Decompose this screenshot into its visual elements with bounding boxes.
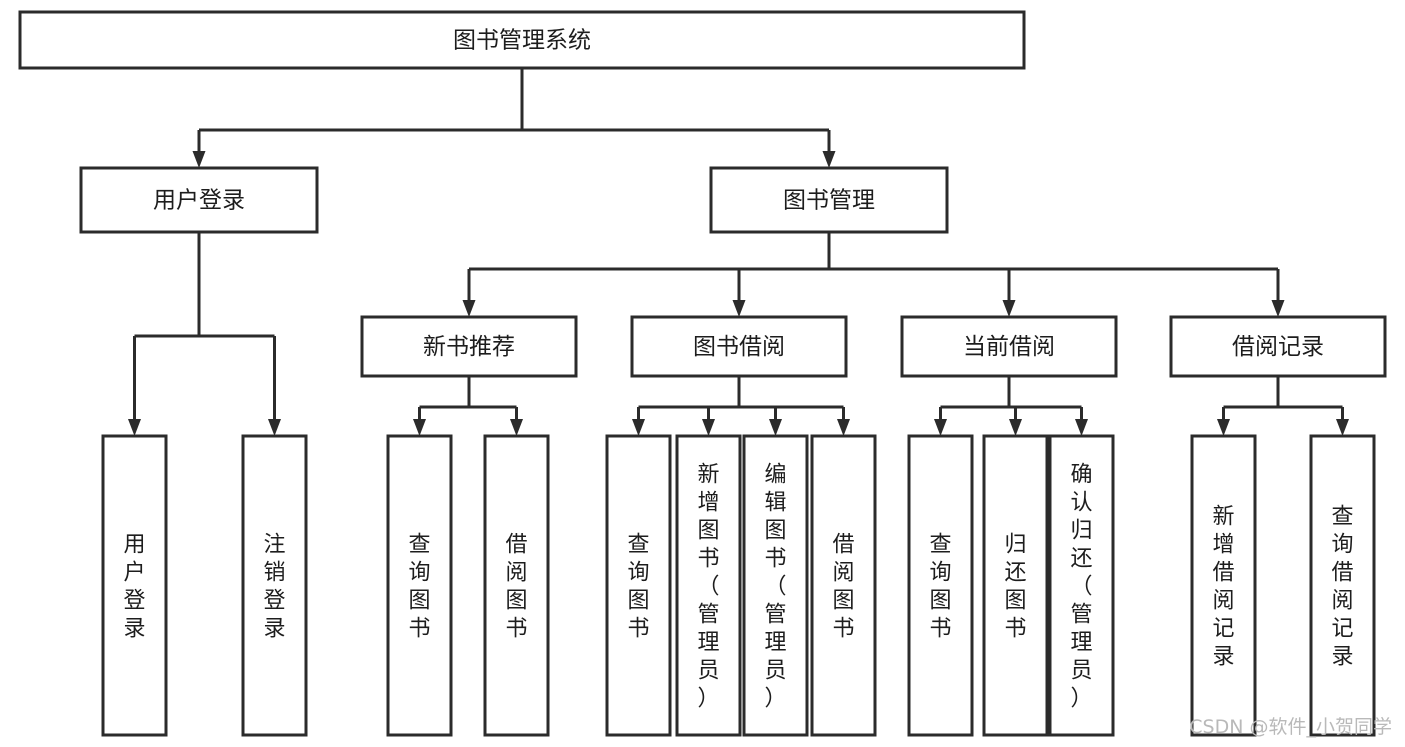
node-label: 图书借阅	[693, 334, 785, 360]
node-box[interactable]	[709, 166, 949, 234]
arrow-head-icon	[1217, 419, 1230, 436]
node-label: 借阅图书	[832, 532, 854, 641]
arrow-head-icon	[510, 419, 523, 436]
node-leaf-4[interactable]: 查询图书	[605, 434, 672, 737]
node-label: 编辑图书（管理员）	[764, 462, 786, 711]
arrow-head-icon	[732, 300, 746, 317]
connector-layer	[128, 68, 1349, 436]
node-level2-1[interactable]: 图书借阅	[630, 315, 848, 378]
node-label: 新书推荐	[423, 334, 515, 360]
arrow-head-icon	[702, 419, 715, 436]
node-leaf-7[interactable]: 借阅图书	[810, 434, 877, 737]
node-box[interactable]	[742, 434, 809, 737]
node-box[interactable]	[1169, 315, 1387, 378]
node-box[interactable]	[101, 434, 168, 737]
node-leaf-6[interactable]: 编辑图书（管理员）	[742, 434, 809, 737]
node-label: 查询图书	[408, 532, 430, 641]
node-box[interactable]	[630, 315, 848, 378]
node-box[interactable]	[675, 434, 742, 737]
arrow-head-icon	[1336, 419, 1349, 436]
arrow-head-icon	[1075, 419, 1088, 436]
node-label: 新增借阅记录	[1212, 504, 1234, 669]
node-leaf-8[interactable]: 查询图书	[907, 434, 974, 737]
node-level2-0[interactable]: 新书推荐	[360, 315, 578, 378]
node-leaf-12[interactable]: 查询借阅记录	[1309, 434, 1376, 737]
node-leaf-1[interactable]: 注销登录	[241, 434, 308, 737]
node-box[interactable]	[1309, 434, 1376, 737]
node-label: 注销登录	[263, 532, 285, 641]
node-label: 借阅记录	[1232, 334, 1324, 360]
node-box[interactable]	[18, 10, 1026, 70]
node-leaf-0[interactable]: 用户登录	[101, 434, 168, 737]
node-level2-2[interactable]: 当前借阅	[900, 315, 1118, 378]
node-box[interactable]	[483, 434, 550, 737]
node-box[interactable]	[360, 315, 578, 378]
arrow-head-icon	[1002, 300, 1016, 317]
node-label: 查询图书	[929, 532, 951, 641]
node-label: 归还图书	[1004, 532, 1026, 641]
csdn-watermark: CSDN @软件_小贺同学	[1189, 716, 1392, 738]
node-layer: 图书管理系统用户登录图书管理新书推荐图书借阅当前借阅借阅记录用户登录注销登录查询…	[18, 10, 1387, 737]
arrow-head-icon	[268, 419, 281, 436]
arrow-head-icon	[837, 419, 850, 436]
node-box[interactable]	[1190, 434, 1257, 737]
node-box[interactable]	[386, 434, 453, 737]
node-label: 查询图书	[627, 532, 649, 641]
node-box[interactable]	[900, 315, 1118, 378]
node-label: 图书管理	[783, 188, 875, 214]
arrow-head-icon	[1009, 419, 1022, 436]
node-label: 确认归还（管理员）	[1070, 462, 1092, 711]
node-level1-0[interactable]: 用户登录	[79, 166, 319, 234]
watermark-layer: CSDN @软件_小贺同学	[1189, 716, 1392, 738]
node-label: 用户登录	[153, 188, 245, 214]
arrow-head-icon	[632, 419, 645, 436]
node-label: 用户登录	[123, 532, 145, 641]
arrow-head-icon	[769, 419, 782, 436]
arrow-head-icon	[192, 151, 206, 168]
node-label: 新增图书（管理员）	[697, 462, 719, 711]
node-box[interactable]	[241, 434, 308, 737]
arrow-head-icon	[822, 151, 836, 168]
node-leaf-11[interactable]: 新增借阅记录	[1190, 434, 1257, 737]
node-leaf-2[interactable]: 查询图书	[386, 434, 453, 737]
node-level1-1[interactable]: 图书管理	[709, 166, 949, 234]
arrow-head-icon	[1271, 300, 1285, 317]
node-box[interactable]	[605, 434, 672, 737]
node-box[interactable]	[810, 434, 877, 737]
node-leaf-10[interactable]: 确认归还（管理员）	[1048, 434, 1115, 737]
node-leaf-9[interactable]: 归还图书	[982, 434, 1049, 737]
arrow-head-icon	[413, 419, 426, 436]
node-label: 图书管理系统	[453, 28, 591, 54]
node-label: 当前借阅	[963, 334, 1055, 360]
node-box[interactable]	[79, 166, 319, 234]
node-label: 查询借阅记录	[1331, 504, 1353, 669]
arrow-head-icon	[934, 419, 947, 436]
arrow-head-icon	[128, 419, 141, 436]
arrow-head-icon	[462, 300, 476, 317]
node-level2-3[interactable]: 借阅记录	[1169, 315, 1387, 378]
node-label: 借阅图书	[505, 532, 527, 641]
node-box[interactable]	[982, 434, 1049, 737]
node-leaf-5[interactable]: 新增图书（管理员）	[675, 434, 742, 737]
node-root[interactable]: 图书管理系统	[18, 10, 1026, 70]
node-box[interactable]	[907, 434, 974, 737]
node-box[interactable]	[1048, 434, 1115, 737]
node-leaf-3[interactable]: 借阅图书	[483, 434, 550, 737]
